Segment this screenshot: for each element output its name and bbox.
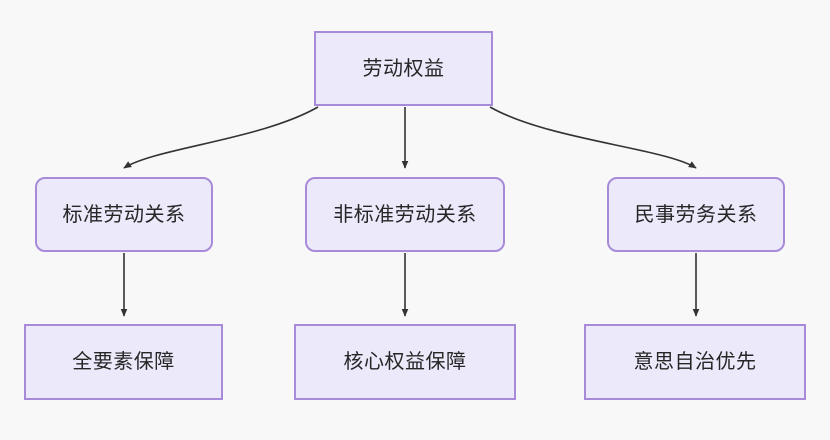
node-root[interactable]: 劳动权益 [314, 31, 493, 106]
node-leaf-right-label: 意思自治优先 [633, 351, 757, 373]
node-mid-right[interactable]: 民事劳务关系 [607, 177, 785, 252]
edge-root-mid-right [489, 106, 697, 169]
edge-root-mid-left [123, 106, 319, 169]
node-mid-left[interactable]: 标准劳动关系 [35, 177, 213, 252]
node-root-label: 劳动权益 [362, 57, 445, 80]
node-mid-right-label: 民事劳务关系 [634, 203, 758, 226]
node-leaf-left[interactable]: 全要素保障 [24, 324, 223, 400]
node-mid-center[interactable]: 非标准劳动关系 [305, 177, 505, 252]
node-mid-center-label: 非标准劳动关系 [333, 203, 477, 226]
node-leaf-right[interactable]: 意思自治优先 [584, 324, 806, 400]
node-mid-left-label: 标准劳动关系 [62, 203, 186, 226]
node-leaf-center[interactable]: 核心权益保障 [294, 324, 516, 400]
node-leaf-center-label: 核心权益保障 [343, 351, 467, 373]
node-leaf-left-label: 全要素保障 [72, 351, 175, 373]
